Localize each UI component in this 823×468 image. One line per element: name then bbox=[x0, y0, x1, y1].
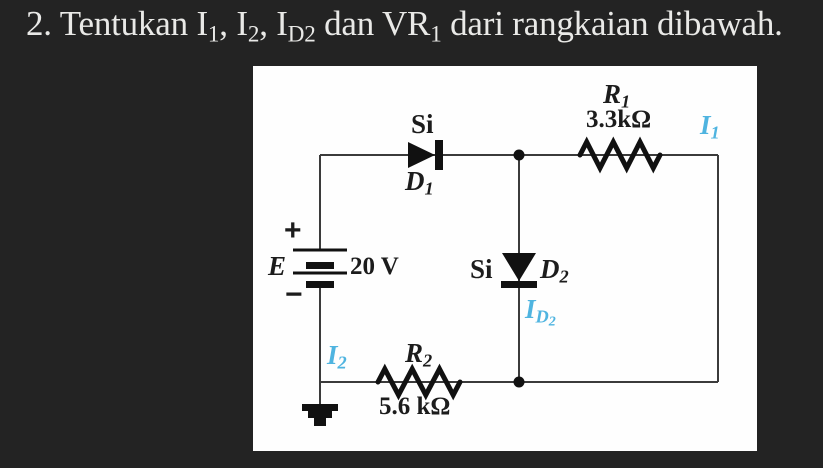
d2-name-text: D bbox=[540, 254, 560, 284]
minus-text: − bbox=[285, 278, 303, 311]
label-d2: D2 bbox=[540, 256, 569, 286]
title-sub: 1 bbox=[430, 20, 442, 47]
ground-bar-3 bbox=[314, 418, 326, 426]
circuit-diagram bbox=[293, 136, 719, 426]
label-r2: R2 bbox=[405, 340, 432, 370]
resistor-r2-symbol bbox=[375, 363, 463, 401]
title-text: , I bbox=[259, 4, 288, 43]
title-text: dan VR bbox=[315, 4, 431, 43]
d2-material-text: Si bbox=[470, 254, 493, 284]
label-e-source: E bbox=[268, 253, 286, 280]
i1-sub: 1 bbox=[710, 122, 720, 143]
label-r1: R1 bbox=[603, 81, 630, 111]
junction-dot-top bbox=[513, 149, 525, 161]
id2-subsub: 2 bbox=[548, 313, 556, 330]
diode-d1-anode bbox=[408, 142, 435, 168]
ground-symbol bbox=[302, 404, 338, 426]
diode-d2-anode bbox=[502, 253, 536, 281]
title-sub: 1 bbox=[207, 20, 220, 47]
title-sub: D2 bbox=[287, 20, 316, 47]
junction-dot-bottom bbox=[513, 376, 525, 388]
label-d1: D1 bbox=[405, 168, 434, 198]
title-text: dari rangkaian dibawah. bbox=[441, 4, 783, 43]
circuit-figure: Si D1 R1 3.3kΩ I1 + E 20 V − Si D2 ID2 I… bbox=[253, 66, 757, 451]
id2-text: I bbox=[525, 294, 536, 324]
i2-sub: 2 bbox=[337, 352, 347, 373]
battery-plate-short bbox=[306, 262, 334, 269]
diode-d2-cathode-bar bbox=[501, 281, 537, 288]
diode-d2-symbol bbox=[501, 253, 537, 288]
label-r1-value: 3.3kΩ bbox=[586, 107, 651, 132]
ground-bar-2 bbox=[308, 411, 332, 418]
e-text: E bbox=[268, 251, 287, 281]
problem-title: 2. Tentukan I1, I2, ID2 dan VR1 dari ran… bbox=[26, 4, 783, 47]
r2-value-text: 5.6 kΩ bbox=[379, 393, 451, 420]
title-text: , I bbox=[219, 4, 248, 43]
resistor-r1-symbol bbox=[577, 136, 663, 174]
d1-material-text: Si bbox=[411, 109, 434, 139]
d1-name-text: D bbox=[405, 166, 425, 196]
source-value-text: 20 V bbox=[350, 253, 399, 280]
label-i2-current: I2 bbox=[327, 342, 347, 372]
ground-bar-1 bbox=[302, 404, 338, 411]
r1-name-sub: 1 bbox=[621, 91, 631, 112]
r2-name-text: R bbox=[405, 338, 424, 368]
battery-symbol bbox=[293, 248, 347, 288]
r1-name-text: R bbox=[603, 79, 622, 109]
label-id2-current: ID2 bbox=[525, 296, 556, 329]
label-minus: − bbox=[285, 280, 303, 310]
i1-text: I bbox=[700, 110, 711, 140]
label-si-d1: Si bbox=[411, 111, 434, 138]
label-si-d2: Si bbox=[470, 256, 493, 283]
i2-text: I bbox=[327, 340, 338, 370]
diode-d1-symbol bbox=[408, 140, 443, 170]
label-i1-current: I1 bbox=[700, 112, 720, 142]
diode-d1-cathode-bar bbox=[435, 140, 443, 170]
battery-plate-short bbox=[306, 281, 334, 288]
r2-name-sub: 2 bbox=[423, 350, 433, 371]
id2-sub: D bbox=[535, 306, 549, 327]
r1-value-text: 3.3kΩ bbox=[586, 106, 652, 133]
label-source-value: 20 V bbox=[350, 254, 399, 279]
label-r2-value: 5.6 kΩ bbox=[379, 394, 450, 419]
d2-name-sub: 2 bbox=[559, 266, 569, 287]
title-sub: 2 bbox=[247, 20, 260, 47]
title-text: 2. Tentukan I bbox=[26, 4, 208, 43]
label-plus: + bbox=[284, 216, 302, 246]
d1-name-sub: 1 bbox=[424, 178, 434, 199]
plus-text: + bbox=[284, 214, 302, 247]
